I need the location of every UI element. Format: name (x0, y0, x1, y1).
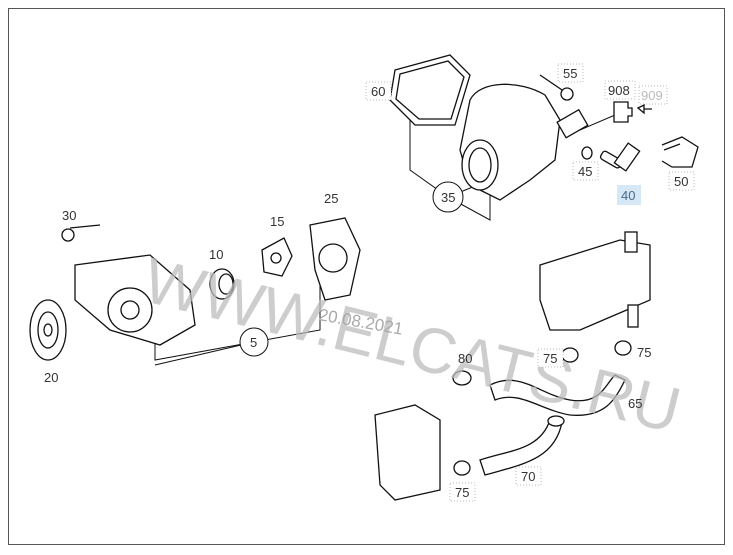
label-40[interactable]: 40 (621, 188, 635, 203)
clip-50[interactable] (661, 136, 699, 168)
bolt-55[interactable] (539, 74, 574, 101)
diagram-frame (8, 8, 725, 545)
part-labels: 60 55 908 909 45 40 50 35 30 15 25 10 5 … (44, 63, 695, 502)
seal-ring-45[interactable] (581, 146, 593, 160)
label-30[interactable]: 30 (62, 208, 76, 223)
label-10[interactable]: 10 (209, 247, 223, 262)
label-25[interactable]: 25 (324, 191, 338, 206)
label-35[interactable]: 35 (441, 190, 455, 205)
label-908[interactable]: 908 (608, 83, 630, 98)
label-45[interactable]: 45 (578, 164, 592, 179)
label-15[interactable]: 15 (270, 214, 284, 229)
label-80[interactable]: 80 (458, 351, 472, 366)
water-pump[interactable] (74, 254, 196, 346)
label-70[interactable]: 70 (521, 469, 535, 484)
impeller-15[interactable] (261, 237, 293, 277)
connector-908[interactable] (613, 101, 633, 123)
label-20[interactable]: 20 (44, 370, 58, 385)
oil-cooler[interactable] (374, 404, 441, 501)
label-75-c[interactable]: 75 (455, 485, 469, 500)
label-75-a[interactable]: 75 (543, 351, 557, 366)
label-5[interactable]: 5 (250, 335, 257, 350)
clamp-80[interactable] (452, 370, 472, 386)
label-50[interactable]: 50 (674, 174, 688, 189)
gasket-60[interactable] (389, 54, 471, 126)
hose-65[interactable] (489, 374, 626, 416)
pin-909[interactable] (636, 103, 652, 115)
label-55[interactable]: 55 (563, 66, 577, 81)
label-75-b[interactable]: 75 (637, 345, 651, 360)
thermostat-housing[interactable] (459, 83, 589, 201)
pulley-20[interactable] (29, 299, 67, 361)
clamp-75c[interactable] (453, 460, 471, 476)
label-909[interactable]: 909 (641, 88, 663, 103)
label-65[interactable]: 65 (628, 396, 642, 411)
clamp-75b[interactable] (614, 340, 632, 356)
bolt-30[interactable] (61, 224, 101, 242)
label-40-highlight (617, 185, 641, 205)
hose-70[interactable] (479, 415, 565, 476)
seal-10[interactable] (209, 268, 235, 300)
egr-cooler[interactable] (539, 231, 651, 331)
label-60[interactable]: 60 (371, 84, 385, 99)
sensor-40[interactable] (599, 142, 641, 172)
gasket-25[interactable] (309, 217, 361, 301)
